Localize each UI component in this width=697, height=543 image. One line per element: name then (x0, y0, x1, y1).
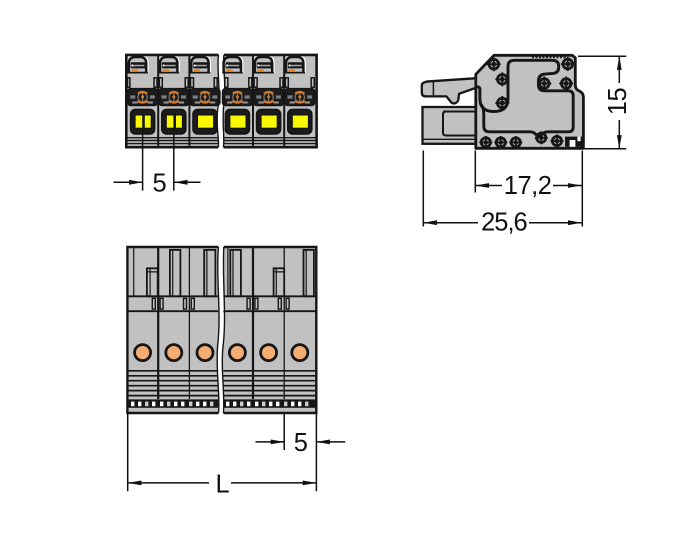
svg-text:25,6: 25,6 (481, 209, 527, 237)
svg-text:L: L (216, 471, 230, 499)
svg-text:17,2: 17,2 (504, 172, 552, 200)
svg-text:5: 5 (294, 429, 308, 457)
svg-text:15: 15 (604, 88, 632, 116)
svg-text:5: 5 (152, 169, 166, 197)
